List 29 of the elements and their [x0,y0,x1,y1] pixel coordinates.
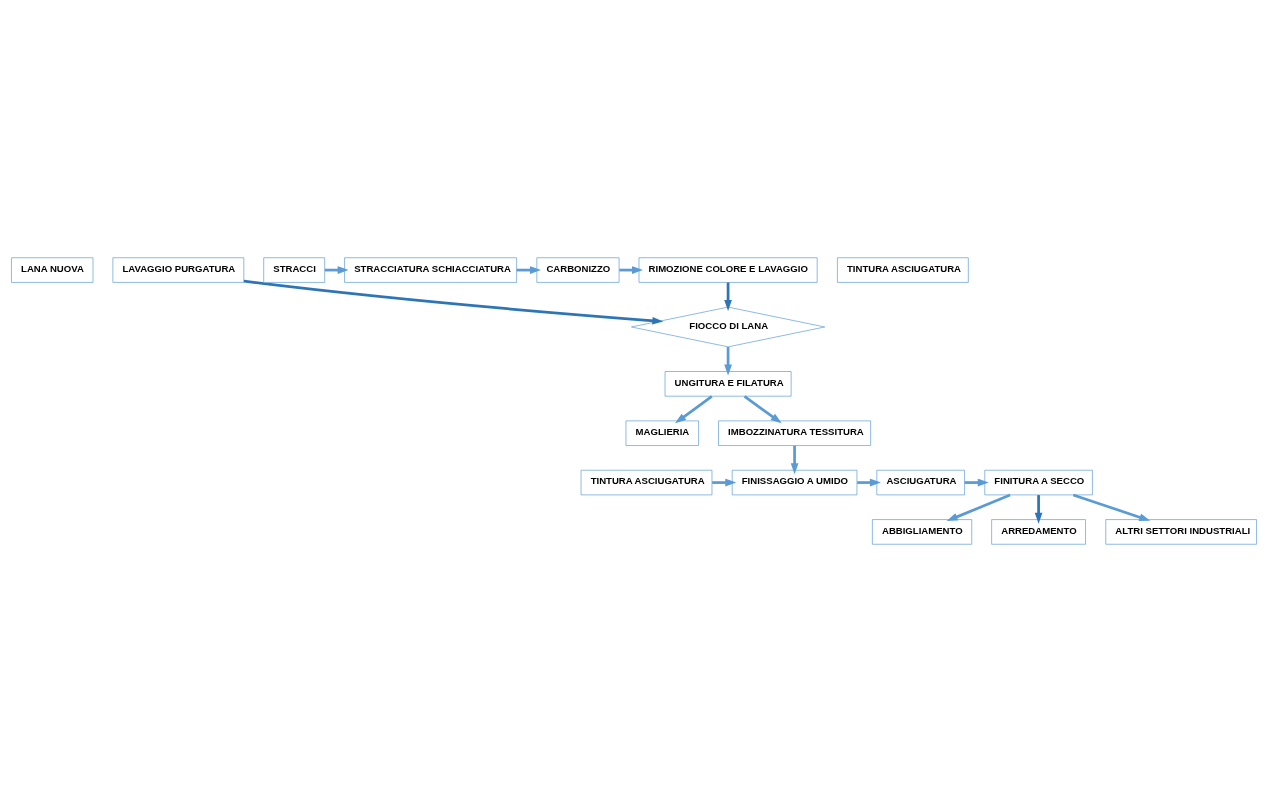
node-box: CARBONIZZO [536,257,620,283]
node-box: RIMOZIONE COLORE E LAVAGGIO [638,257,818,283]
node-box: LAVAGGIO PURGATURA [112,257,245,283]
node-box: UNGITURA E FILATURA [664,371,792,397]
node-box: FINISSAGGIO A UMIDO [731,469,858,496]
node-box: ARREDAMENTO [991,519,1086,545]
node-box: MAGLIERIA [625,420,699,446]
node-box: FINITURA A SECCO [984,469,1093,496]
node-box: ASCIUGATURA [876,469,965,496]
arrow [724,347,732,376]
node-box: STRACCIATURA SCHIACCIATURA [344,257,517,283]
arrow [790,445,799,475]
node-box: LANA NUOVA [11,257,94,283]
node-box: ABBIGLIAMENTO [872,519,973,545]
arrow [743,395,782,424]
node-box: TINTURA ASCIUGATURA [580,469,713,496]
arrow [946,493,1011,522]
node-diamond: FIOCCO DI LANA [631,306,826,348]
arrow [857,478,881,487]
arrow [1072,493,1151,521]
arrow [712,478,737,487]
arrow [675,395,713,424]
node-box: IMBOZZINATURA TESSITURA [718,420,871,446]
arrow [964,478,989,487]
node-box: STRACCI [263,257,326,283]
node-box: TINTURA ASCIUGATURA [837,257,969,283]
node-box: ALTRI SETTORI INDUSTRIALI [1105,519,1257,545]
arrow [724,282,732,312]
arrow [1034,495,1043,524]
